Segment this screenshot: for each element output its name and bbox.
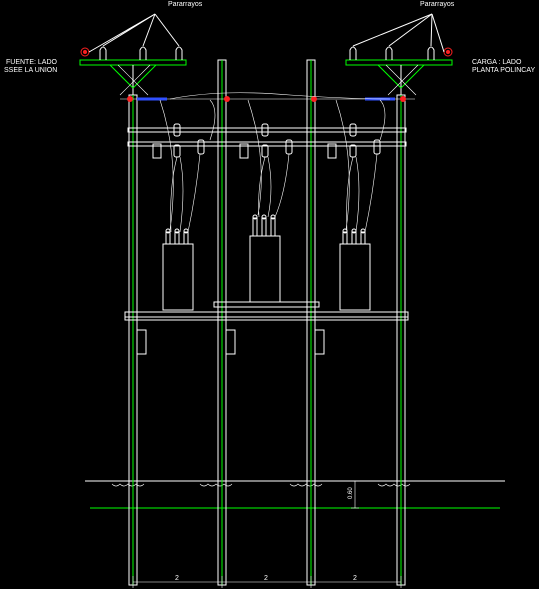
ground-hatching	[111, 483, 411, 487]
dimension-label-2: 2	[264, 575, 268, 582]
dimension-label-3: 2	[353, 575, 357, 582]
arrester-label-left: Pararrayos	[168, 1, 203, 8]
pole-right	[396, 94, 406, 586]
pole-left	[128, 94, 138, 586]
source-label-line2: SSEE LA UNION	[4, 67, 57, 74]
pole-center-right	[306, 59, 316, 586]
transformer-center	[249, 214, 281, 303]
vertical-dimension-label: 0.60	[348, 487, 354, 499]
upper-insulator-strings	[120, 92, 415, 102]
grounding-boxes	[136, 329, 325, 355]
crossarm-middle-upper	[127, 127, 407, 147]
vertical-dimension-line	[351, 480, 359, 509]
transformer-right	[339, 228, 371, 311]
crossarm-right-top	[345, 59, 453, 96]
arrester-label-right: Pararrayos	[420, 1, 455, 8]
lightning-arresters-left	[80, 13, 183, 60]
bottom-dimension-line	[132, 576, 402, 588]
crossarm-left-top	[79, 59, 187, 96]
pole-center-left	[217, 59, 227, 586]
drop-leads	[159, 99, 386, 233]
transformer-left	[162, 228, 194, 311]
dimension-label-1: 2	[175, 575, 179, 582]
load-label-line2: PLANTA POLINCAY	[472, 67, 535, 74]
load-label-line1: CARGA : LADO	[472, 59, 522, 66]
lightning-arresters-right	[349, 13, 453, 60]
transformer-platform	[124, 301, 409, 321]
source-label-line1: FUENTE: LADO	[6, 59, 58, 66]
